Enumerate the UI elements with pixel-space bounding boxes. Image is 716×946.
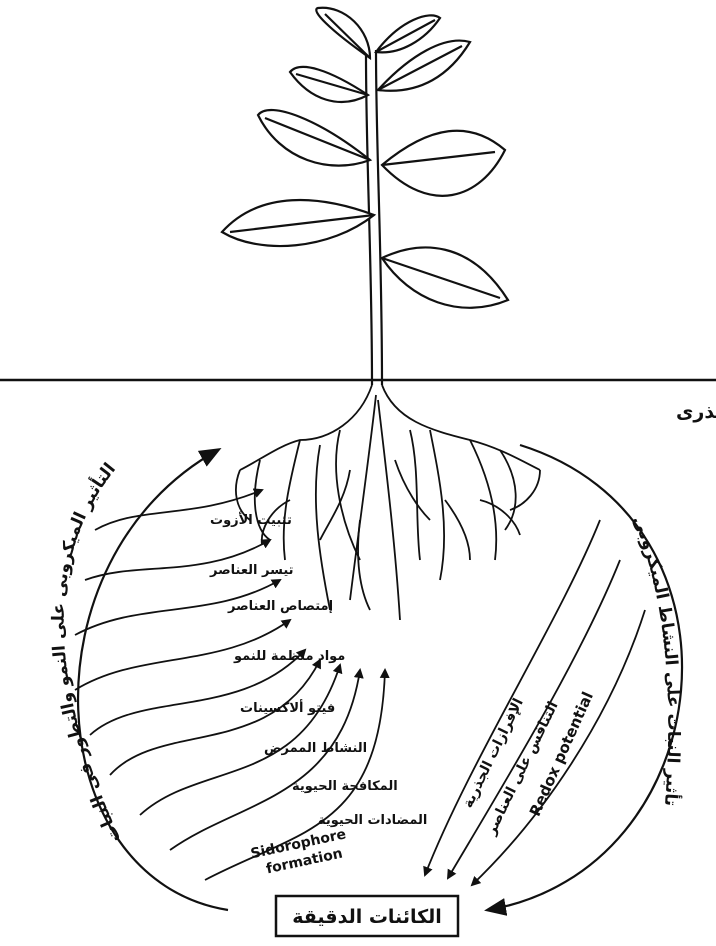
label-pathogenic-activity: النشاط الممرض [264, 741, 367, 756]
label-phytoalexins: فيتو ألاكسينات [240, 699, 335, 716]
label-nutrient-uptake: إمتصاص العناصر [227, 599, 333, 614]
right-arc-textpath: تأثير النبات على النشاط الميكروبى [628, 513, 683, 807]
label-biocontrol: المكافحة الحيوية [292, 779, 398, 794]
left-boundary-arc [78, 450, 228, 910]
right-effect-arrows [425, 520, 645, 885]
plant-roots [236, 385, 540, 620]
outer-arcs [78, 445, 682, 910]
rhizosphere-label: المحيط الجذرى [676, 401, 716, 423]
microbes-box: الكائنات الدقيقة [276, 896, 458, 936]
label-growth-regulators: مواد منظمة للنمو [233, 649, 345, 664]
label-antibiotics: المضادات الحيوية [318, 813, 427, 828]
microbes-box-label: الكائنات الدقيقة [292, 906, 442, 928]
left-arc-textpath: التأثير الميكروبى على النمو والتطور فى ا… [49, 459, 126, 845]
left-arc-label: التأثير الميكروبى على النمو والتطور فى ا… [49, 459, 126, 845]
right-boundary-arc [488, 445, 682, 910]
right-arc-label: تأثير النبات على النشاط الميكروبى [628, 513, 683, 807]
label-nutrient-availability: تيسر العناصر [209, 563, 294, 578]
label-nitrogen-fixation: تثبيت الأزوت [210, 511, 292, 528]
plant-shoot [222, 8, 508, 385]
